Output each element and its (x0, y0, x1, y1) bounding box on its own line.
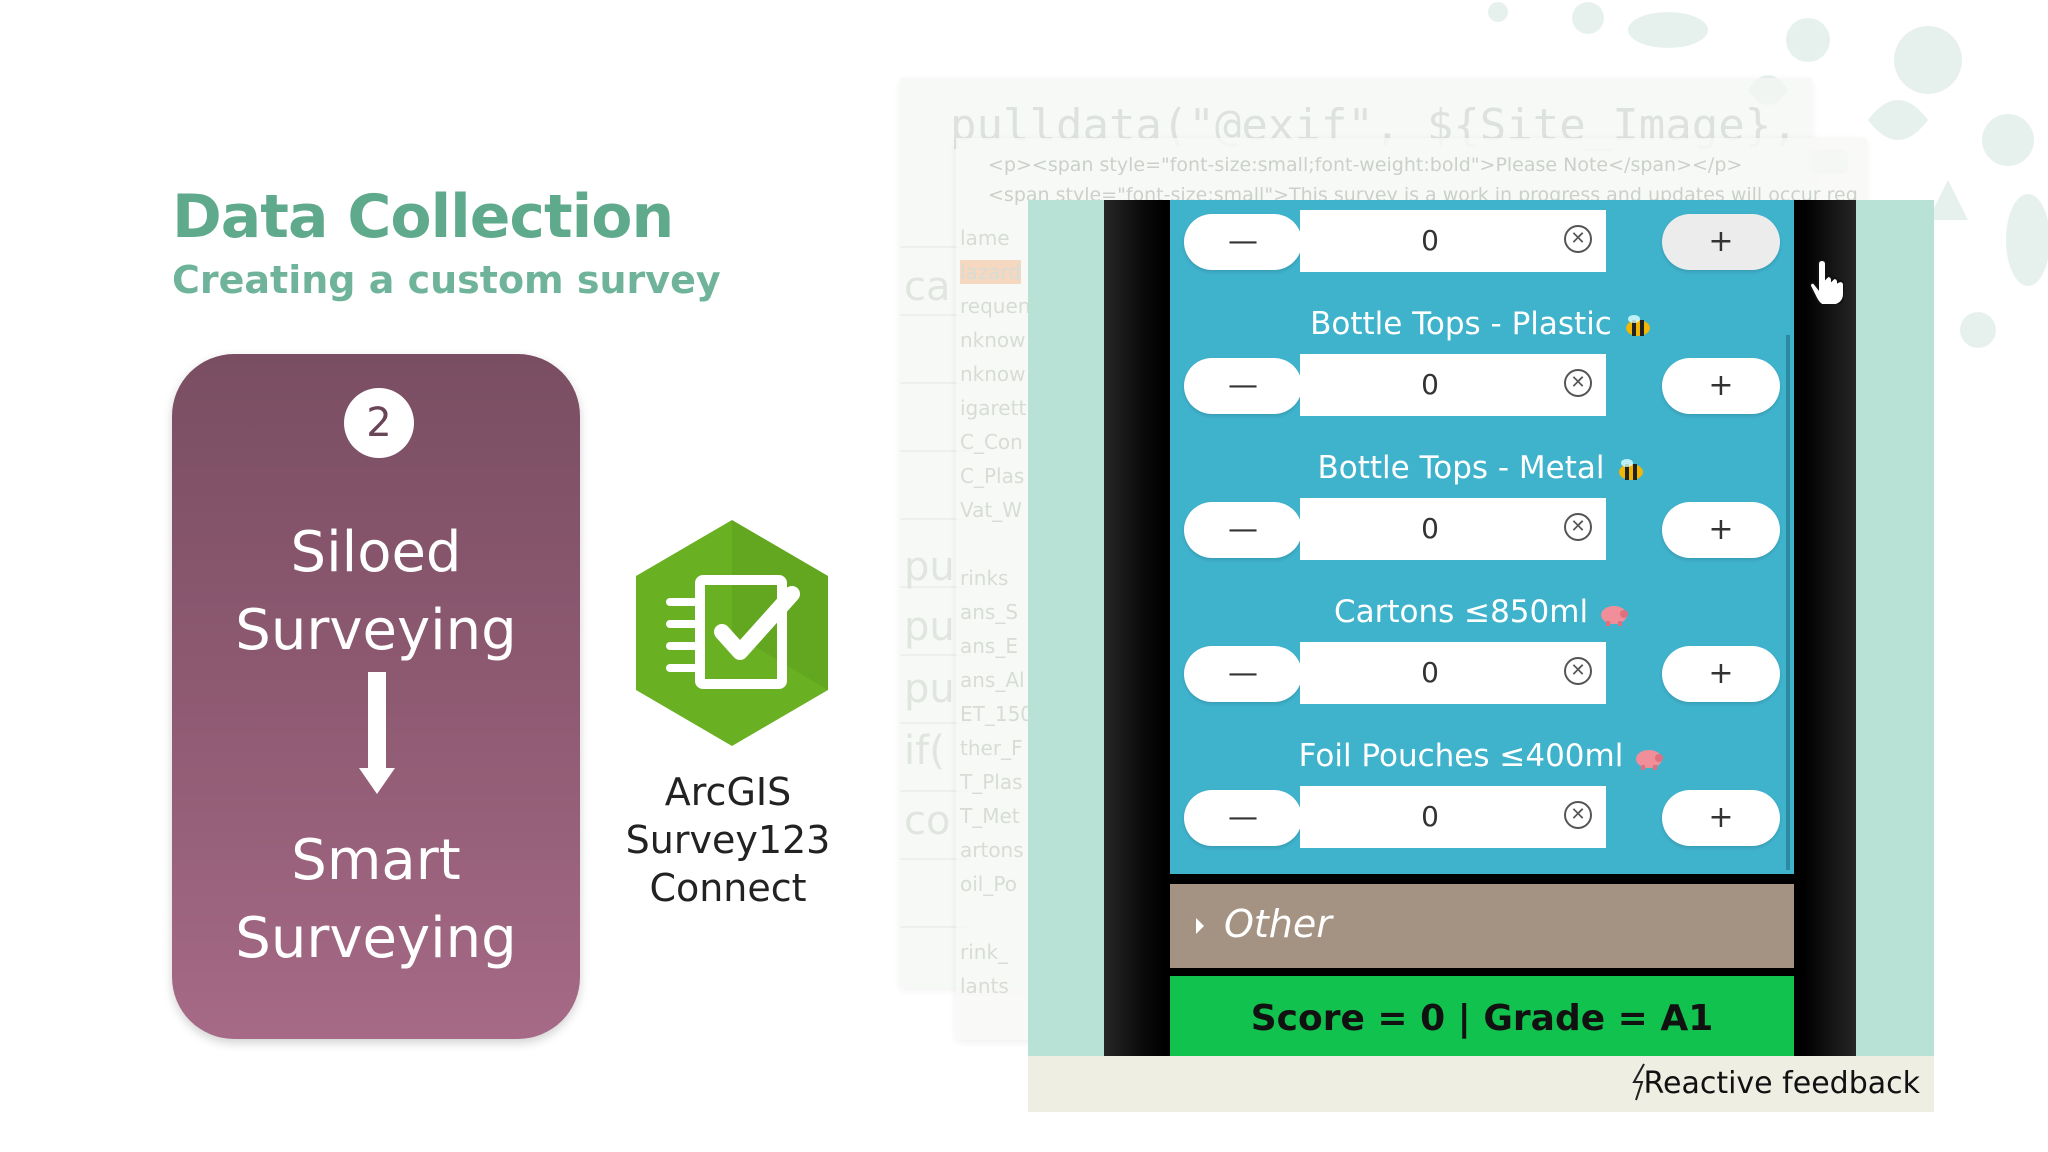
score-text: Score = 0 | Grade = A1 (1250, 998, 1714, 1039)
count-value: 0 (1421, 224, 1439, 257)
background-row: Vat_W (960, 498, 1023, 522)
count-value: 0 (1421, 512, 1439, 545)
step-from-line2: Surveying (235, 598, 517, 663)
background-row: nknow (960, 328, 1026, 352)
pig-icon (1601, 605, 1629, 626)
background-fragment: ca (904, 264, 951, 310)
background-row: T_Met (960, 804, 1020, 828)
clear-icon[interactable]: ✕ (1564, 225, 1592, 253)
app-name-line3: Connect (649, 866, 807, 910)
item-label-text: Cartons ≤850ml (1333, 594, 1589, 630)
count-value: 0 (1421, 656, 1439, 689)
background-row: lants (960, 974, 1009, 998)
background-row: oil_Po (960, 872, 1017, 896)
item-label-text: Bottle Tops - Plastic (1310, 306, 1612, 342)
down-arrow-head (359, 768, 395, 794)
clear-icon[interactable]: ✕ (1564, 657, 1592, 685)
background-row: requen (960, 294, 1031, 318)
survey123-logo-icon (636, 520, 828, 746)
background-row: ans_E (960, 634, 1018, 658)
app-name-line1: ArcGIS (664, 770, 792, 814)
background-row: nknow (960, 362, 1026, 386)
count-input[interactable]: 0 ✕ (1300, 642, 1606, 704)
background-row: ET_150 (960, 702, 1034, 726)
expand-triangle-icon (1196, 918, 1204, 934)
caption-text: Reactive feedback (1643, 1066, 1921, 1101)
background-row: ans_S (960, 600, 1019, 624)
count-value: 0 (1421, 800, 1439, 833)
item-label: Foil Pouches ≤400ml (1170, 738, 1794, 774)
decrement-button[interactable]: — (1184, 646, 1302, 702)
bee-icon (1625, 314, 1650, 336)
step-card: 2 Siloed Surveying Smart Surveying (172, 354, 580, 1039)
other-section-toggle[interactable]: Other (1170, 884, 1794, 968)
phone-screen: — 0 ✕ + Bottle Tops - Plastic — 0 ✕ + Bo… (1104, 200, 1856, 1056)
background-row: rinks (960, 566, 1009, 590)
step-number-badge: 2 (344, 388, 414, 458)
count-input[interactable]: 0 ✕ (1300, 786, 1606, 848)
survey-video-frame: — 0 ✕ + Bottle Tops - Plastic — 0 ✕ + Bo… (1028, 200, 1934, 1056)
background-fragment: co (904, 798, 951, 844)
background-fragment: pu (904, 544, 955, 590)
decrement-button[interactable]: — (1184, 358, 1302, 414)
item-label-text: Foil Pouches ≤400ml (1298, 738, 1624, 774)
background-fragment: pu (904, 604, 955, 650)
background-row: artons (960, 838, 1024, 862)
count-input[interactable]: 0 ✕ (1300, 498, 1606, 560)
background-row: rink_ (960, 940, 1009, 964)
hand-cursor-icon (1810, 258, 1844, 304)
item-label: Bottle Tops - Plastic (1170, 306, 1794, 342)
pig-icon (1636, 749, 1664, 770)
count-input[interactable]: 0 ✕ (1300, 210, 1606, 272)
increment-button[interactable]: + (1662, 502, 1780, 558)
background-row: igarett (960, 396, 1027, 420)
background-row: lame (960, 226, 1010, 250)
survey-form: — 0 ✕ + Bottle Tops - Plastic — 0 ✕ + Bo… (1170, 200, 1794, 874)
increment-button[interactable]: + (1662, 790, 1780, 846)
background-html-line: <p><span style="font-size:small;font-wei… (988, 154, 1743, 176)
increment-button[interactable]: + (1662, 646, 1780, 702)
increment-button[interactable]: + (1662, 214, 1780, 270)
item-label-text: Bottle Tops - Metal (1317, 450, 1605, 486)
app-name-line2: Survey123 (625, 818, 831, 862)
app-name: ArcGIS Survey123 Connect (610, 768, 846, 912)
clear-icon[interactable]: ✕ (1564, 801, 1592, 829)
background-name-column: lame lazard requen nknow nknow igarett C… (956, 226, 1033, 1026)
increment-button[interactable]: + (1662, 358, 1780, 414)
background-row: C_Con (960, 430, 1023, 454)
step-to-line1: Smart (291, 828, 461, 893)
form-scrollbar[interactable] (1786, 335, 1790, 870)
decrement-button[interactable]: — (1184, 790, 1302, 846)
background-row: ther_F (960, 736, 1023, 760)
background-row: C_Plas (960, 464, 1025, 488)
bee-icon (1618, 458, 1643, 480)
down-arrow-icon (368, 672, 386, 772)
slide-subtitle: Creating a custom survey (172, 258, 721, 302)
decrement-button[interactable]: — (1184, 214, 1302, 270)
count-input[interactable]: 0 ✕ (1300, 354, 1606, 416)
clear-icon[interactable]: ✕ (1564, 369, 1592, 397)
decrement-button[interactable]: — (1184, 502, 1302, 558)
background-row: lazard (960, 260, 1022, 284)
caption-bar: Reactive feedback (1028, 1056, 1934, 1112)
step-from-line1: Siloed (290, 520, 462, 585)
item-label: Bottle Tops - Metal (1170, 450, 1794, 486)
background-row: ans_Al (960, 668, 1025, 692)
background-row: T_Plas (960, 770, 1023, 794)
lightning-icon (1632, 1063, 1645, 1101)
clear-icon[interactable]: ✕ (1564, 513, 1592, 541)
score-banner: Score = 0 | Grade = A1 (1170, 976, 1794, 1056)
count-value: 0 (1421, 368, 1439, 401)
background-fragment: if( (904, 728, 945, 774)
step-to-line2: Surveying (235, 906, 517, 971)
other-section-label: Other (1224, 902, 1332, 946)
background-fragment: pu (904, 666, 955, 712)
slide-title: Data Collection (172, 182, 674, 252)
item-label: Cartons ≤850ml (1170, 594, 1794, 630)
